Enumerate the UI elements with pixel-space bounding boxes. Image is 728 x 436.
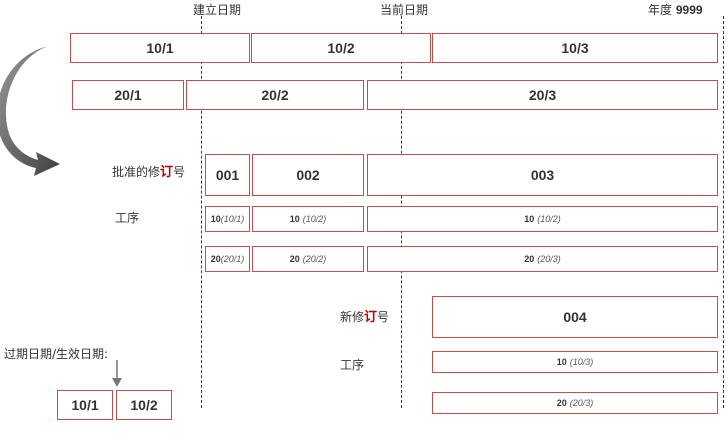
row1-box-2: 10/2	[251, 33, 431, 63]
op-box-1-3: 10(10/2)	[367, 206, 718, 232]
row2-box-1: 20/1	[72, 80, 184, 110]
row2-box-3: 20/3	[367, 80, 718, 110]
op-box-1-2: 10(10/2)	[252, 206, 364, 232]
revision-box-001: 001	[205, 154, 250, 196]
row1-box-3: 10/3	[432, 33, 718, 63]
create-date-line	[201, 16, 202, 408]
new-op-box-2: 20(20/3)	[432, 392, 718, 414]
revision-box-003: 003	[367, 154, 718, 196]
curved-arrow-icon	[0, 46, 60, 176]
down-arrow-icon	[112, 360, 122, 387]
op-box-2-3: 20(20/3)	[367, 246, 718, 272]
op-box-2-1: 20(20/1)	[205, 246, 250, 272]
new-op-box-1: 10(10/3)	[432, 351, 718, 373]
row1-box-1: 10/1	[70, 33, 250, 63]
op-box-1-1: 10(10/1)	[205, 206, 250, 232]
year-header: 年度 9999	[648, 1, 703, 18]
op-box-2-2: 20(20/2)	[252, 246, 364, 272]
new-revision-label: 新修订号	[340, 310, 390, 325]
row2-box-2: 20/2	[186, 80, 364, 110]
expiry-box-2: 10/2	[116, 390, 172, 420]
operation-label: 工序	[115, 211, 140, 225]
current-date-header: 当前日期	[380, 3, 429, 17]
year-end-line	[723, 16, 724, 408]
year-value: 9999	[675, 3, 703, 17]
year-prefix: 年度	[648, 3, 673, 17]
revision-box-004: 004	[432, 296, 718, 338]
revision-box-002: 002	[252, 154, 364, 196]
approved-revision-label: 批准的修订号	[112, 165, 186, 180]
expiry-date-label: 过期日期/生效日期:	[4, 347, 109, 361]
create-date-header: 建立日期	[193, 3, 242, 17]
new-operation-label: 工序	[340, 358, 365, 372]
expiry-box-1: 10/1	[57, 390, 113, 420]
